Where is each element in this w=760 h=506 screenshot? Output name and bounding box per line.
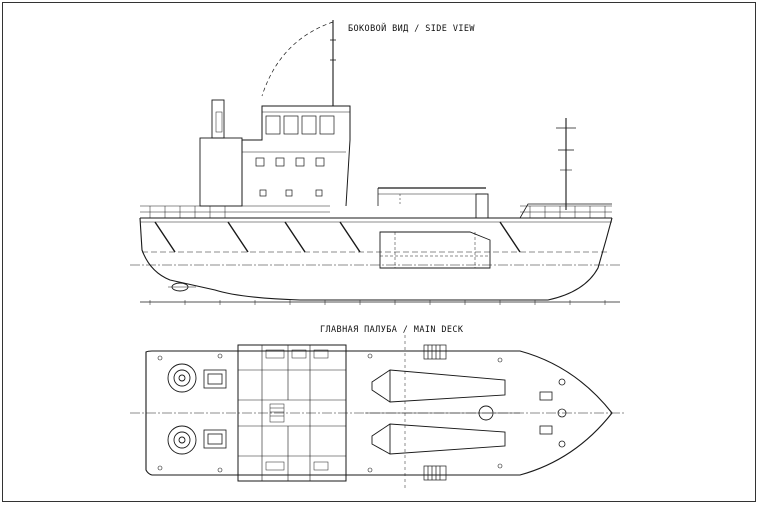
- frame-ticks: [149, 300, 606, 305]
- bollards: [157, 353, 503, 473]
- hull-strakes: [154, 221, 521, 253]
- accommodation-block: [237, 344, 347, 482]
- aft-house: [199, 137, 243, 207]
- stairs: [269, 403, 285, 423]
- bow-equipment: [539, 378, 567, 448]
- main-deck-plan: [130, 335, 625, 490]
- cargo-hatch: [379, 231, 491, 269]
- hull-outline: [139, 217, 613, 301]
- forecastle: [519, 203, 612, 219]
- cabin-partitions: [238, 345, 346, 481]
- side-view-title: БОКОВОЙ ВИД / SIDE VIEW: [348, 24, 475, 34]
- portholes: [255, 157, 325, 197]
- exhaust-stack: [211, 99, 225, 139]
- aft-winches: [167, 363, 197, 455]
- hatches: [423, 344, 447, 481]
- exhaust-pipe: [215, 111, 223, 133]
- deckhouse: [241, 105, 351, 207]
- bunks: [265, 349, 329, 471]
- radar-sweep-arc: [261, 21, 334, 97]
- railing-posts: [149, 206, 606, 218]
- cargo-tanks: [371, 369, 506, 455]
- wheelhouse-windows: [265, 115, 335, 135]
- cargo-hatch-hidden-lines: [380, 232, 490, 268]
- side-view: [130, 20, 622, 305]
- winch-machinery: [203, 369, 227, 449]
- crane-pedestal: [475, 193, 489, 219]
- main-deck-title: ГЛАВНАЯ ПАЛУБА / MAIN DECK: [320, 325, 464, 335]
